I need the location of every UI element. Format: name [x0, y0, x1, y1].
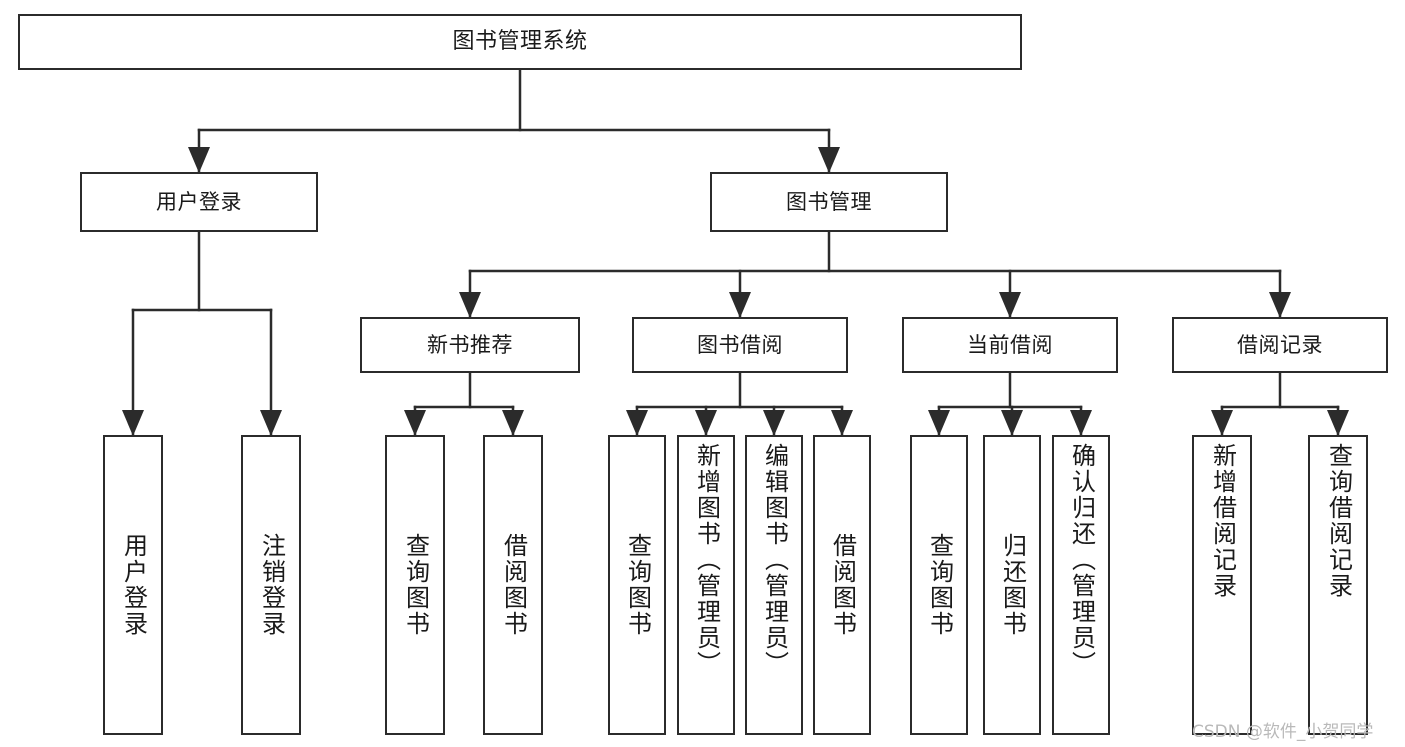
node-leaf-borrow-book-recommend[interactable]: 借阅图书 — [483, 435, 543, 735]
node-label-leaf-borrow-book: 借阅图书 — [828, 533, 857, 637]
arrowhead-leaf-add-borrow-record — [1211, 410, 1233, 436]
arrowhead-user-login — [188, 147, 210, 173]
node-leaf-query-book-recommend[interactable]: 查询图书 — [385, 435, 445, 735]
node-label-root: 图书管理系统 — [452, 29, 588, 54]
node-label-current-borrow: 当前借阅 — [967, 332, 1053, 357]
arrowhead-book-manage — [818, 147, 840, 173]
node-new-book-recommend[interactable]: 新书推荐 — [360, 317, 580, 373]
node-leaf-add-borrow-record[interactable]: 新增借阅记录 — [1192, 435, 1252, 735]
arrowhead-current-borrow — [999, 292, 1021, 318]
node-label-leaf-add-book-admin: 新增图书（管理员） — [692, 443, 721, 677]
node-leaf-edit-book-admin[interactable]: 编辑图书（管理员） — [745, 435, 803, 735]
node-label-leaf-return-book: 归还图书 — [998, 533, 1027, 637]
arrowhead-leaf-logout-login — [260, 410, 282, 436]
node-current-borrow[interactable]: 当前借阅 — [902, 317, 1118, 373]
csdn-watermark: CSDN @软件_小贺同学 — [1192, 722, 1374, 742]
node-borrow-record[interactable]: 借阅记录 — [1172, 317, 1388, 373]
node-leaf-query-book-borrow[interactable]: 查询图书 — [608, 435, 666, 735]
node-leaf-return-book[interactable]: 归还图书 — [983, 435, 1041, 735]
node-label-leaf-query-book-current: 查询图书 — [925, 533, 954, 637]
arrowhead-leaf-confirm-return-admin — [1070, 410, 1092, 436]
node-leaf-user-login[interactable]: 用户登录 — [103, 435, 163, 735]
node-label-book-manage: 图书管理 — [786, 189, 872, 214]
node-book-borrow[interactable]: 图书借阅 — [632, 317, 848, 373]
node-user-login[interactable]: 用户登录 — [80, 172, 318, 232]
arrowhead-leaf-borrow-book — [831, 410, 853, 436]
node-leaf-query-book-current[interactable]: 查询图书 — [910, 435, 968, 735]
node-label-leaf-query-book-borrow: 查询图书 — [623, 533, 652, 637]
arrowhead-leaf-query-book-recommend — [404, 410, 426, 436]
arrowhead-leaf-borrow-book-recommend — [502, 410, 524, 436]
node-label-book-borrow: 图书借阅 — [697, 332, 783, 357]
node-label-borrow-record: 借阅记录 — [1237, 332, 1323, 357]
arrowhead-new-book-recommend — [459, 292, 481, 318]
node-root[interactable]: 图书管理系统 — [18, 14, 1022, 70]
arrowhead-leaf-query-borrow-record — [1327, 410, 1349, 436]
node-label-leaf-add-borrow-record: 新增借阅记录 — [1208, 443, 1237, 599]
node-label-user-login: 用户登录 — [156, 189, 242, 214]
arrowhead-leaf-add-book-admin — [695, 410, 717, 436]
node-leaf-add-book-admin[interactable]: 新增图书（管理员） — [677, 435, 735, 735]
arrowhead-leaf-query-book-current — [928, 410, 950, 436]
node-label-leaf-confirm-return-admin: 确认归还（管理员） — [1067, 443, 1096, 677]
node-leaf-confirm-return-admin[interactable]: 确认归还（管理员） — [1052, 435, 1110, 735]
arrowhead-leaf-query-book-borrow — [626, 410, 648, 436]
arrowhead-leaf-edit-book-admin — [763, 410, 785, 436]
node-leaf-logout-login[interactable]: 注销登录 — [241, 435, 301, 735]
arrowhead-leaf-user-login — [122, 410, 144, 436]
node-book-manage[interactable]: 图书管理 — [710, 172, 948, 232]
arrowhead-borrow-record — [1269, 292, 1291, 318]
node-label-leaf-borrow-book-recommend: 借阅图书 — [499, 533, 528, 637]
node-leaf-query-borrow-record[interactable]: 查询借阅记录 — [1308, 435, 1368, 735]
node-label-leaf-query-book-recommend: 查询图书 — [401, 533, 430, 637]
node-leaf-borrow-book[interactable]: 借阅图书 — [813, 435, 871, 735]
arrowhead-book-borrow — [729, 292, 751, 318]
arrowhead-leaf-return-book — [1001, 410, 1023, 436]
node-label-leaf-query-borrow-record: 查询借阅记录 — [1324, 443, 1353, 599]
node-label-leaf-logout-login: 注销登录 — [257, 533, 286, 637]
node-label-leaf-user-login: 用户登录 — [119, 533, 148, 637]
node-label-new-book-recommend: 新书推荐 — [427, 332, 513, 357]
node-label-leaf-edit-book-admin: 编辑图书（管理员） — [760, 443, 789, 677]
